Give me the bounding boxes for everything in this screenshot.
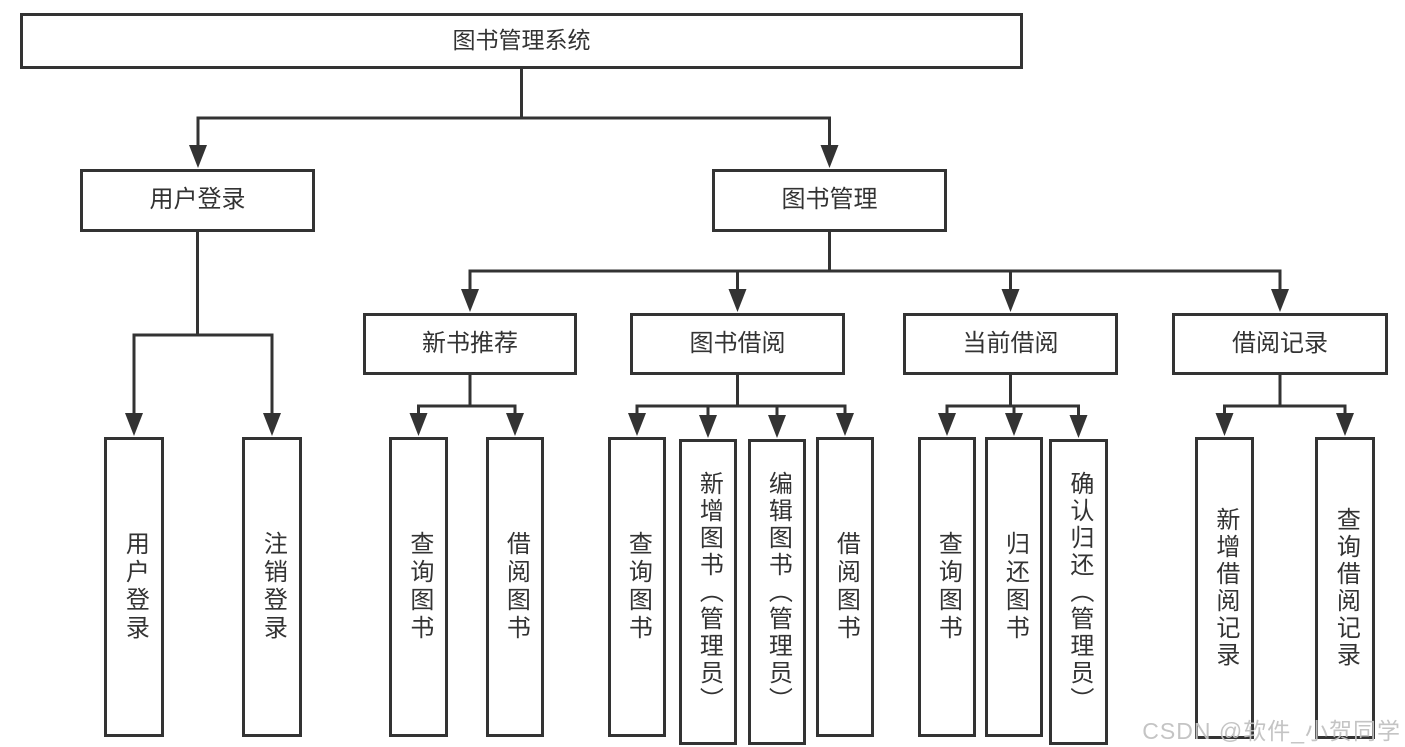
leaf-query-books-borrowing: 查询图书 (608, 437, 666, 737)
leaf-query-books-current: 查询图书 (918, 437, 976, 737)
leaf-edit-books-admin: 编辑图书（管理员） (748, 439, 806, 745)
node-label: 图书借阅 (689, 329, 786, 357)
leaf-query-books-recommend: 查询图书 (389, 437, 448, 737)
node-label: 查询图书 (624, 531, 652, 643)
node-label: 借阅记录 (1232, 329, 1328, 357)
leaf-borrow-books-recommend: 借阅图书 (486, 437, 544, 737)
leaf-user-login: 用户登录 (104, 437, 164, 737)
node-library-system: 图书管理系统 (20, 13, 1023, 69)
node-label: 归还图书 (1001, 531, 1029, 643)
leaf-logout: 注销登录 (242, 437, 302, 737)
node-label: 借阅图书 (832, 531, 860, 643)
node-label: 新增借阅记录 (1211, 507, 1239, 669)
leaf-add-borrow-record: 新增借阅记录 (1195, 437, 1254, 739)
node-label: 图书管理 (781, 186, 878, 214)
csdn-watermark: CSDN @软件_小贺同学 (1142, 718, 1401, 744)
node-new-book-recommend: 新书推荐 (363, 313, 577, 375)
node-book-management: 图书管理 (712, 169, 947, 232)
node-label: 确认归还（管理员） (1065, 470, 1093, 714)
node-label: 查询借阅记录 (1332, 507, 1360, 669)
node-label: 借阅图书 (502, 531, 530, 643)
node-label: 查询图书 (934, 531, 962, 643)
arrowheads (125, 145, 1354, 438)
node-borrowing-records: 借阅记录 (1172, 313, 1388, 375)
node-label: 新增图书（管理员） (695, 470, 723, 714)
node-book-borrowing: 图书借阅 (630, 313, 845, 375)
node-current-borrowing: 当前借阅 (903, 313, 1118, 375)
node-label: 图书管理系统 (452, 27, 591, 54)
node-label: 新书推荐 (422, 329, 518, 357)
node-label: 当前借阅 (962, 329, 1059, 357)
node-label: 注销登录 (259, 531, 287, 643)
leaf-query-borrow-record: 查询借阅记录 (1315, 437, 1375, 739)
node-label: 用户登录 (149, 186, 246, 214)
node-user-login-group: 用户登录 (80, 169, 315, 232)
node-label: 用户登录 (121, 531, 149, 643)
leaf-confirm-return-admin: 确认归还（管理员） (1049, 439, 1108, 745)
leaf-return-books: 归还图书 (985, 437, 1043, 737)
leaf-add-books-admin: 新增图书（管理员） (679, 439, 737, 745)
node-label: 编辑图书（管理员） (764, 470, 792, 714)
node-label: 查询图书 (405, 531, 433, 643)
leaf-borrow-books-borrowing: 借阅图书 (816, 437, 874, 737)
